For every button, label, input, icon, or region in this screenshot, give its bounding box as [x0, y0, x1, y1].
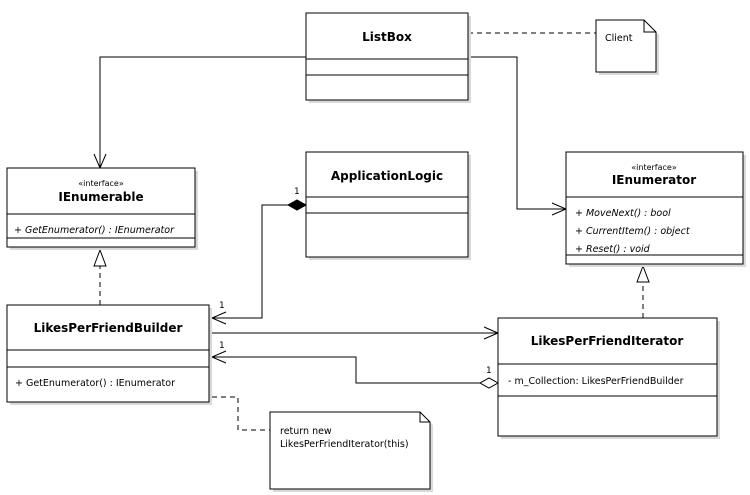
- class-name: ApplicationLogic: [331, 169, 443, 183]
- multiplicity-builder-applogic: 1: [219, 301, 225, 311]
- class-name: ListBox: [362, 30, 412, 44]
- operation: + Reset() : void: [575, 244, 651, 255]
- multiplicity-iterator-aggregation: 1: [486, 366, 492, 376]
- multiplicity-applogic: 1: [294, 187, 300, 197]
- class-name: IEnumerator: [612, 173, 696, 187]
- class-name: LikesPerFriendBuilder: [34, 321, 183, 335]
- class-name: LikesPerFriendIterator: [531, 334, 684, 348]
- attribute: - m_Collection: LikesPerFriendBuilder: [508, 376, 684, 387]
- class-ienumerable[interactable]: «interface» IEnumerable + GetEnumerator(…: [6, 167, 198, 250]
- note-text-line-2: LikesPerFriendIterator(this): [280, 439, 409, 450]
- iterator-aggregation-builder: [210, 350, 500, 389]
- class-likes-per-friend-iterator[interactable]: LikesPerFriendIterator - m_Collection: L…: [497, 317, 720, 439]
- listbox-to-ienumerable-association: [93, 56, 306, 170]
- class-ienumerator[interactable]: «interface» IEnumerator + MoveNext() : b…: [565, 151, 746, 267]
- builder-return-note-link: [212, 396, 270, 431]
- class-likes-per-friend-builder[interactable]: LikesPerFriendBuilder + GetEnumerator() …: [6, 304, 212, 405]
- note-text: Client: [605, 33, 633, 44]
- multiplicity-builder-iterator: 1: [219, 341, 225, 351]
- iterator-realizes-ienumerator: [636, 264, 650, 318]
- listbox-to-ienumerator-association: [468, 56, 568, 216]
- note-client[interactable]: Client: [595, 19, 659, 75]
- builder-realizes-ienumerable: [93, 248, 107, 305]
- stereotype: «interface»: [78, 179, 124, 188]
- class-application-logic[interactable]: ApplicationLogic: [305, 151, 471, 260]
- operation: + GetEnumerator() : IEnumerator: [15, 378, 175, 389]
- builder-to-iterator-association: [212, 326, 500, 340]
- class-name: IEnumerable: [58, 190, 143, 204]
- operation: + CurrentItem() : object: [575, 226, 691, 237]
- stereotype: «interface»: [631, 163, 677, 172]
- operation: + GetEnumerator() : IEnumerator: [14, 225, 175, 236]
- class-listbox[interactable]: ListBox: [305, 12, 471, 103]
- note-return-new-iterator[interactable]: return new LikesPerFriendIterator(this): [269, 411, 433, 492]
- applogic-composition-builder: [210, 199, 308, 325]
- operation: + MoveNext() : bool: [575, 208, 671, 219]
- note-text-line-1: return new: [280, 426, 332, 437]
